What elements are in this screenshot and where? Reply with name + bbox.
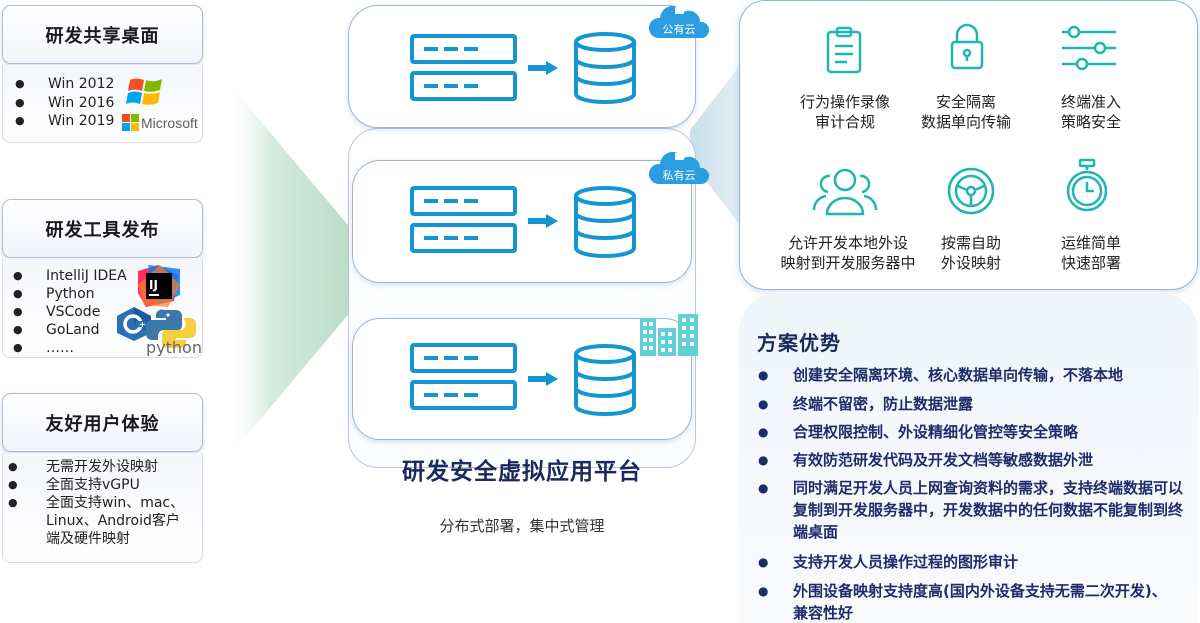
cloud-icon xyxy=(648,2,710,39)
lock-icon xyxy=(950,23,984,70)
ux-section-body xyxy=(2,453,203,563)
users-icon xyxy=(812,168,878,216)
buildings-icon xyxy=(640,314,698,356)
arrow-right-icon xyxy=(528,214,558,228)
list-item: ●VSCode xyxy=(13,304,101,320)
svg-text:python: python xyxy=(146,338,202,356)
svg-text:IJ: IJ xyxy=(149,278,158,292)
cpp-logo-icon: + xyxy=(117,307,151,341)
list-item: ●Python xyxy=(13,286,95,302)
feature-label: 允许开发本地外设映射到开发服务器中 xyxy=(780,234,916,272)
private-cloud-badge: 私有云 xyxy=(648,148,710,186)
sliders-icon xyxy=(1062,25,1116,71)
list-item: ●Win 2019 xyxy=(15,113,115,129)
advantages-title: 方案优势 xyxy=(757,331,841,355)
list-item: ●Win 2016 xyxy=(15,94,115,111)
intellij-logo-icon: IJ xyxy=(138,265,180,307)
desktop-section-body xyxy=(2,65,203,143)
ux-list: ●无需开发外设映射 ●全面支持vGPU ●全面支持win、mac、Linux、A… xyxy=(8,458,198,548)
feature-label: 运维简单快速部署 xyxy=(1060,234,1121,272)
database-icon xyxy=(574,344,636,416)
list-item: ●IntelliJ IDEA xyxy=(13,268,127,284)
private-cloud-box xyxy=(352,160,692,283)
server-icon xyxy=(410,186,517,260)
feature-label: 按需自助外设映射 xyxy=(940,234,1001,272)
advantages-panel xyxy=(739,292,1198,623)
funnel-connector xyxy=(226,80,352,460)
list-item: ●无需开发外设映射 xyxy=(8,459,158,475)
public-cloud-box xyxy=(348,5,696,128)
desktop-section-title: 研发共享桌面 xyxy=(2,5,203,64)
list-item: ●Win 2012 xyxy=(15,76,115,92)
clipboard-icon xyxy=(826,26,862,74)
microsoft-logo-text: Microsoft xyxy=(141,115,198,131)
feature-label: 终端准入策略安全 xyxy=(1060,93,1121,131)
features-panel xyxy=(739,0,1198,290)
list-item: ●全面支持vGPU xyxy=(8,477,140,493)
public-cloud-badge: 公有云 xyxy=(648,2,710,40)
python-logo-icon: python xyxy=(146,309,202,356)
server-icon xyxy=(410,34,517,108)
microsoft-logo-icon xyxy=(122,114,139,131)
stopwatch-icon xyxy=(1066,158,1108,212)
database-icon xyxy=(574,186,636,258)
feature-label: 行为操作录像审计合规 xyxy=(799,93,890,131)
cloud-icon xyxy=(648,148,710,184)
tools-list: ●IntelliJ IDEA ●Python ●VSCode ●GoLand ●… xyxy=(13,267,127,357)
desktop-os-list: ●Win 2012 ●Win 2016 ●Win 2019 xyxy=(15,75,114,131)
platform-subtitle: 分布式部署，集中式管理 xyxy=(439,517,605,535)
svg-text:+: + xyxy=(139,320,146,329)
list-item: ●…… xyxy=(13,340,74,356)
list-item: ●GoLand xyxy=(13,322,100,338)
platform-title: 研发安全虚拟应用平台 xyxy=(402,459,642,485)
feature-label: 安全隔离数据单向传输 xyxy=(920,93,1011,131)
arrow-right-icon xyxy=(528,61,558,75)
steering-wheel-icon xyxy=(947,167,995,215)
database-icon xyxy=(574,32,636,104)
list-item: ●全面支持win、mac、Linux、Android客户端及硬件映射 xyxy=(8,495,185,547)
server-icon xyxy=(410,343,517,417)
tools-section-title: 研发工具发布 xyxy=(2,199,203,258)
arrow-right-icon xyxy=(528,372,558,386)
windows-flag-icon xyxy=(126,78,162,105)
right-funnel-connector xyxy=(690,60,744,230)
ux-section-title: 友好用户体验 xyxy=(2,393,203,452)
